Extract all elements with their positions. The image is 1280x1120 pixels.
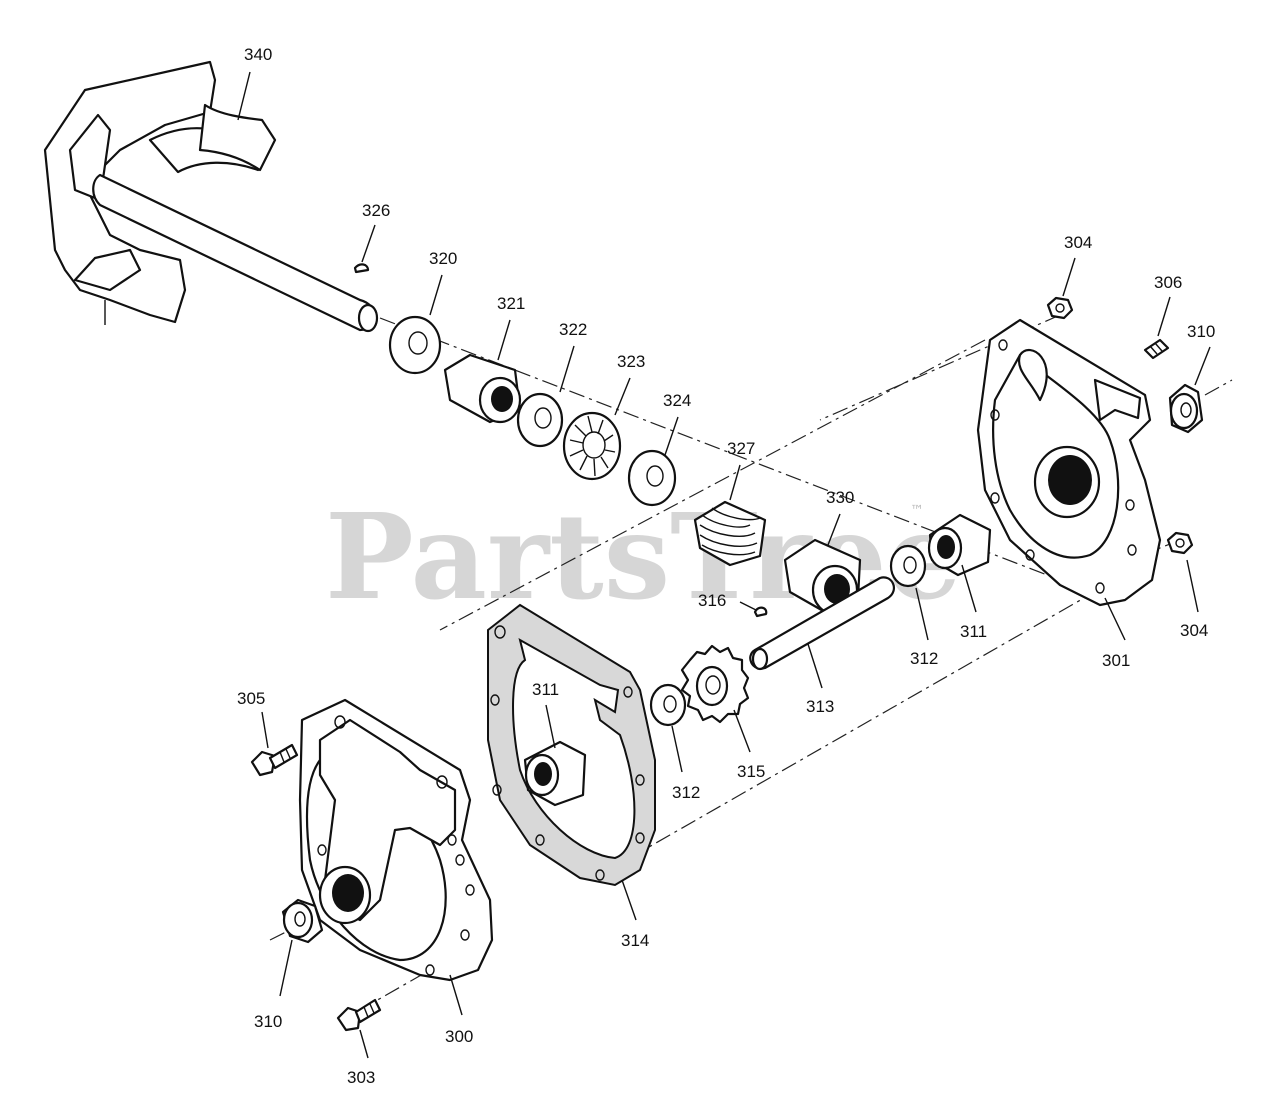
- callout-315: 315: [737, 762, 765, 781]
- nut-304-lower: [1166, 531, 1194, 555]
- callout-304-upper: 304: [1064, 233, 1092, 252]
- callout-340: 340: [244, 45, 272, 64]
- callout-305: 305: [237, 689, 265, 708]
- bearing-housing-321: [443, 353, 522, 424]
- bolt-305: [250, 743, 299, 777]
- callout-324: 324: [663, 391, 691, 410]
- axis-lower-right: [599, 589, 1099, 876]
- gear-case-301: [976, 318, 1162, 607]
- washer-322: [516, 392, 564, 448]
- callout-326: 326: [362, 201, 390, 220]
- callout-313: 313: [806, 697, 834, 716]
- shaft-313: [749, 576, 896, 671]
- worm-gear-327: [693, 500, 767, 567]
- spacer-310-right: [1168, 383, 1204, 434]
- callout-316: 316: [698, 591, 726, 610]
- spacer-310-left: [281, 898, 324, 944]
- shaft-end: [357, 303, 379, 333]
- washer-312-lower: [649, 683, 687, 727]
- callout-320: 320: [429, 249, 457, 268]
- callout-322: 322: [559, 320, 587, 339]
- set-screw-306: [1143, 338, 1170, 360]
- bushing-330: [783, 538, 862, 616]
- key-316: [753, 606, 768, 618]
- callout-323: 323: [617, 352, 645, 371]
- callout-304-lower: 304: [1180, 621, 1208, 640]
- callout-labels: 340 326 320 321 322 323 324 327 330 304 …: [237, 45, 1215, 1087]
- axis-spacer-310-right: [1204, 379, 1233, 396]
- spur-gear-315: [680, 644, 750, 724]
- watermark-trademark: ™: [910, 503, 924, 519]
- key-326: [353, 263, 370, 274]
- bearing-311-lower: [523, 740, 587, 807]
- impeller-assembly-340: [43, 60, 379, 333]
- thrust-bearing-323: [562, 411, 622, 481]
- gasket-314: [487, 603, 656, 887]
- callout-321: 321: [497, 294, 525, 313]
- callout-311-lower: 311: [532, 680, 559, 699]
- callout-300: 300: [445, 1027, 473, 1046]
- callout-310-right: 310: [1187, 322, 1215, 341]
- bolt-303: [336, 998, 382, 1032]
- callout-310-left: 310: [254, 1012, 282, 1031]
- callout-leaders: [237, 71, 1211, 1059]
- callout-303: 303: [347, 1068, 375, 1087]
- washer-312-upper: [889, 544, 927, 588]
- callout-311-upper: 311: [960, 622, 987, 641]
- washer-324: [627, 449, 677, 507]
- bearing-311-upper: [927, 513, 992, 577]
- axis-upper-left: [439, 339, 986, 631]
- callout-330: 330: [826, 488, 854, 507]
- callout-314: 314: [621, 931, 649, 950]
- nut-304-upper: [1046, 296, 1074, 320]
- gear-case-300: [298, 698, 494, 982]
- impeller-paddle: [198, 103, 277, 172]
- callout-312-upper: 312: [910, 649, 938, 668]
- callout-312-lower: 312: [672, 783, 700, 802]
- washer-320: [388, 315, 442, 375]
- axis-spacer-310: [269, 924, 301, 941]
- callout-327: 327: [727, 439, 755, 458]
- impeller-vane-lower: [73, 248, 142, 292]
- callout-306: 306: [1154, 273, 1182, 292]
- callout-301: 301: [1102, 651, 1130, 670]
